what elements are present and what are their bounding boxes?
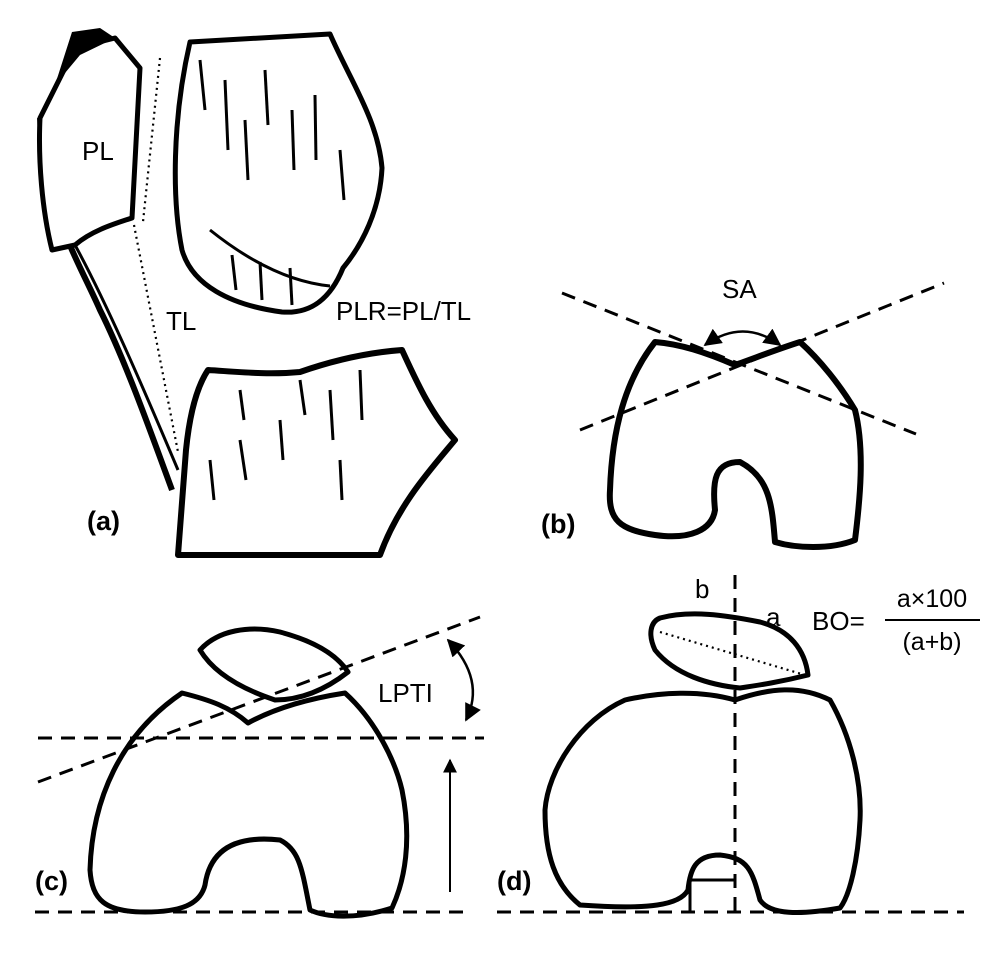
panel-b: SA (b)	[541, 274, 945, 550]
femur-condyle-shape	[172, 31, 385, 315]
sulcus-left-line	[561, 291, 917, 436]
panel-a-label: (a)	[87, 506, 120, 536]
tibia-texture	[208, 369, 364, 501]
panel-c: LPTI (c)	[35, 615, 484, 919]
femur-axial-shape-b	[606, 339, 864, 550]
bo-formula-numerator: a×100	[897, 585, 967, 613]
femur-texture	[198, 59, 346, 306]
patella-axial-shape-c	[197, 626, 351, 703]
quadriceps-tendon-shape	[55, 28, 115, 85]
patellar-tendon-inner	[73, 244, 180, 471]
tibia-shape	[175, 347, 458, 558]
panel-a: PL TL PLR=PL/TL (a)	[37, 28, 471, 558]
panel-d-label: (d)	[497, 866, 531, 896]
femur-axial-shape-c	[87, 690, 410, 919]
sa-angle-arrow	[703, 328, 782, 347]
right-angle-marker	[688, 878, 735, 912]
panel-b-label: (b)	[541, 509, 575, 539]
bo-formula-denominator: (a+b)	[902, 628, 961, 656]
patella-width-line	[659, 630, 806, 677]
b-label: b	[695, 574, 709, 604]
plr-formula: PLR=PL/TL	[336, 296, 471, 326]
bo-formula-lhs: BO=	[812, 606, 865, 636]
pl-label: PL	[82, 136, 114, 166]
lpti-label: LPTI	[378, 678, 433, 708]
patella-length-line	[141, 57, 162, 223]
patellar-tilt-line	[37, 615, 481, 784]
femur-axial-shape-d	[542, 687, 863, 916]
patella-shape	[37, 35, 143, 253]
lpti-angle-arrow	[446, 638, 481, 722]
tendon-length-line	[132, 224, 180, 453]
tl-label: TL	[166, 306, 196, 336]
patella-axial-shape-d	[648, 611, 811, 691]
a-label: a	[766, 602, 781, 632]
panel-d: b a BO= a×100 (a+b) (d)	[497, 574, 980, 916]
sa-label: SA	[722, 274, 757, 304]
panel-c-label: (c)	[35, 866, 68, 896]
sulcus-right-line	[579, 281, 945, 432]
